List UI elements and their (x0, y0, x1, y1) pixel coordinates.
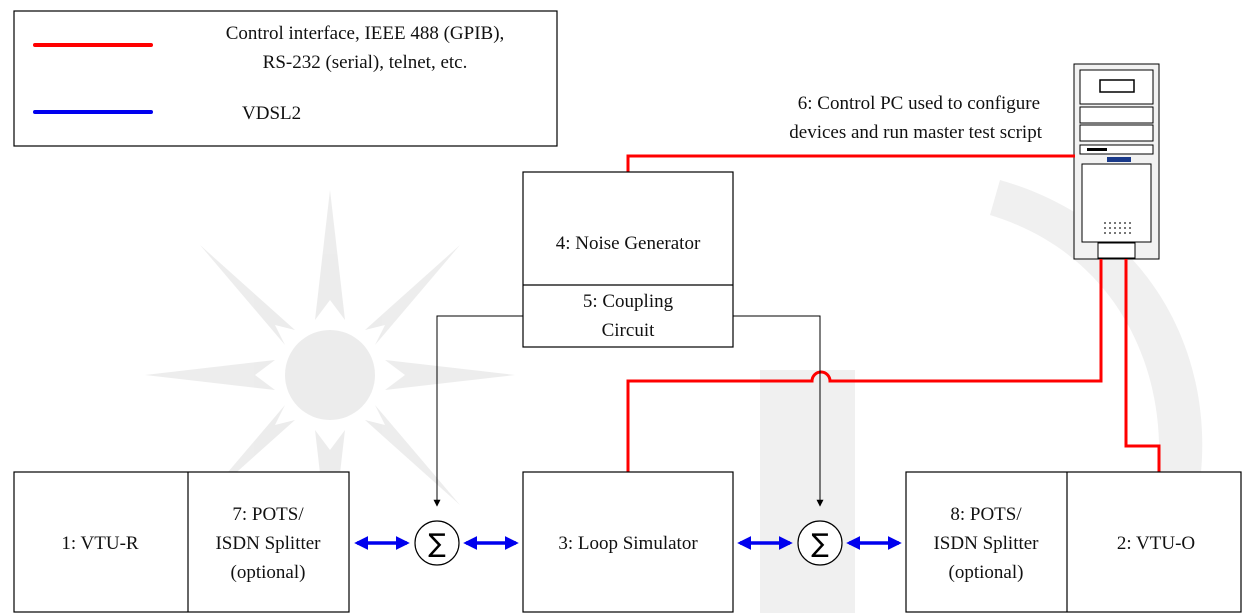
summer-right-symbol: ∑ (811, 529, 829, 559)
noise-generator-label: 4: Noise Generator (556, 233, 701, 254)
vtu-o-label: 2: VTU-O (1117, 533, 1195, 554)
splitter8-line-3: (optional) (949, 562, 1024, 583)
splitter7-line-1: 7: POTS/ (232, 504, 304, 525)
noise-generator-block: 4: Noise Generator 5: Coupling Circuit (522, 171, 734, 348)
control-pc-icon (1073, 63, 1160, 260)
loop-simulator-label: 3: Loop Simulator (558, 533, 698, 554)
legend-control-line-2: RS-232 (serial), telnet, etc. (263, 52, 468, 73)
vtu-o-block: 8: POTS/ ISDN Splitter (optional) 2: VTU… (905, 471, 1242, 613)
splitter7-line-2: ISDN Splitter (215, 533, 321, 554)
summer-left-symbol: ∑ (428, 529, 446, 559)
control-wire-loop-simulator (626, 259, 1103, 472)
control-wire-noise-generator (626, 154, 1075, 172)
noise-line-left (433, 315, 523, 507)
legend-box: Control interface, IEEE 488 (GPIB), RS-2… (13, 10, 558, 147)
vtu-r-label: 1: VTU-R (61, 533, 139, 554)
noise-line-right (733, 315, 824, 507)
splitter7-line-3: (optional) (231, 562, 306, 583)
vtu-r-block: 1: VTU-R 7: POTS/ ISDN Splitter (optiona… (13, 471, 350, 613)
control-wire-vtu-o (1124, 259, 1161, 472)
pc-caption-line-2: devices and run master test script (789, 122, 1042, 143)
summer-right: ∑ (797, 520, 843, 566)
legend-control-line-1: Control interface, IEEE 488 (GPIB), (226, 23, 505, 44)
watermark (145, 180, 1203, 613)
noise-injection-lines (433, 315, 824, 507)
loop-simulator-block: 3: Loop Simulator (522, 471, 734, 613)
summer-left: ∑ (414, 520, 460, 566)
splitter8-line-1: 8: POTS/ (950, 504, 1022, 525)
splitter8-line-2: ISDN Splitter (933, 533, 1039, 554)
coupling-label-line-2: Circuit (602, 320, 655, 341)
pc-caption-line-1: 6: Control PC used to configure (798, 93, 1040, 114)
control-wires (626, 154, 1161, 472)
coupling-label-line-1: 5: Coupling (583, 291, 674, 312)
legend-vdsl2-label: VDSL2 (242, 103, 301, 124)
